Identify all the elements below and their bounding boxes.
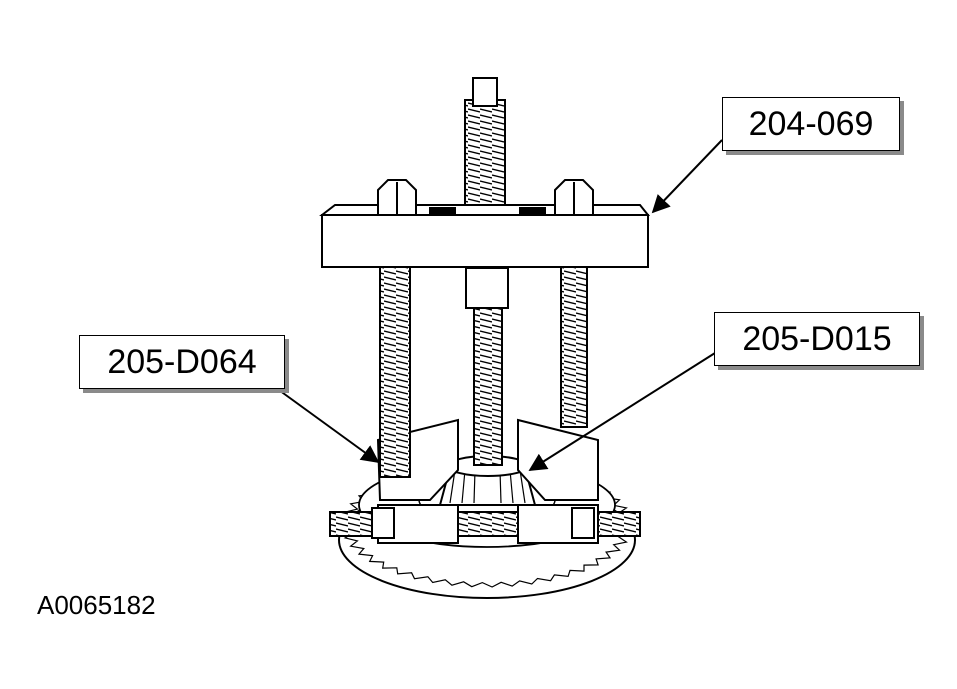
callout-205-D064: 205-D064 <box>79 335 285 389</box>
remover-halves <box>329 418 641 544</box>
arrow-205-D064 <box>271 384 380 464</box>
callout-205-D015: 205-D015 <box>714 312 920 366</box>
forcing-screw <box>464 77 509 466</box>
figure-id: A0065182 <box>37 590 156 620</box>
puller-crossbar <box>319 179 651 268</box>
leader-lines <box>271 139 723 471</box>
callout-204-069: 204-069 <box>722 97 900 151</box>
arrow-204-069 <box>651 139 723 214</box>
side-bolts <box>379 261 588 478</box>
arrow-205-D015 <box>528 352 716 471</box>
bearing <box>438 455 537 506</box>
